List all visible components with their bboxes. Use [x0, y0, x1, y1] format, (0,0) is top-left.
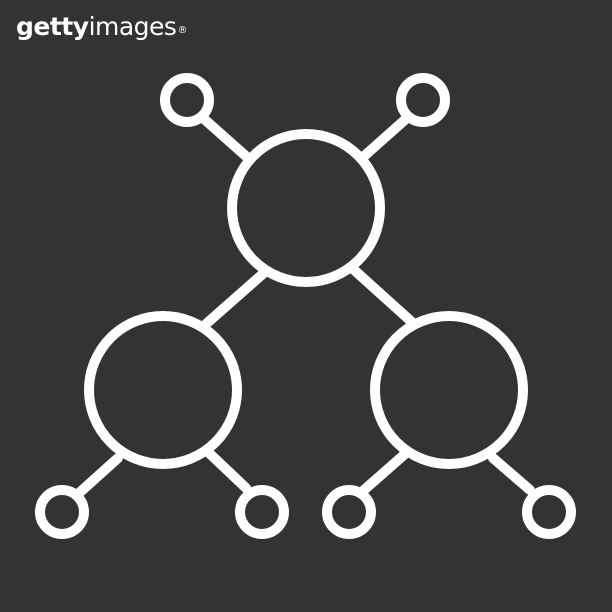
watermark-brand-bold: getty [16, 12, 89, 41]
leaf-node-left-outer [35, 485, 89, 539]
leaf-node-top-right [396, 73, 450, 127]
left-node [84, 311, 242, 469]
connector-line [359, 449, 410, 495]
connector-line [488, 453, 535, 495]
connector-line [201, 267, 270, 329]
right-node [370, 311, 528, 469]
connector-line [198, 113, 253, 163]
connector-line [73, 453, 123, 499]
leaf-node-right-inner [322, 485, 376, 539]
top-node [227, 129, 385, 287]
connector-line [357, 113, 412, 163]
getty-images-watermark: gettyimages® [16, 10, 187, 44]
leaf-node-top-left [160, 73, 214, 127]
leaf-node-right-outer [522, 485, 576, 539]
leaf-node-left-inner [235, 485, 289, 539]
connector-line [203, 447, 251, 493]
watermark-registered-mark: ® [177, 25, 187, 36]
watermark-brand-regular: images [88, 12, 177, 41]
connector-line [347, 263, 419, 329]
